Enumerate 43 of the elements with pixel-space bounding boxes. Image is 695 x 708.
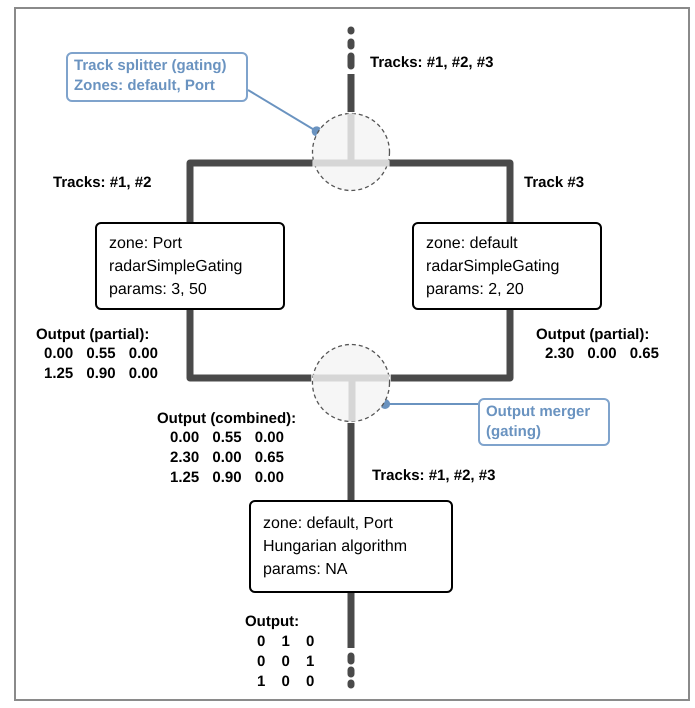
box-text: zone: Port (109, 234, 183, 254)
track-label: Track #3 (524, 174, 584, 192)
track-line (390, 310, 514, 382)
track-label: Tracks: #1, #2 (53, 174, 152, 192)
leader-line (380, 399, 478, 409)
table-row: 0 0 1 (257, 653, 314, 671)
callout-box (478, 398, 610, 446)
table-row: 0.00 0.55 0.00 (170, 429, 284, 447)
callout-text: Track splitter (gating) (74, 56, 228, 76)
callout-text: Zones: default, Port (74, 76, 216, 96)
table-row: 1.25 0.90 0.00 (170, 469, 284, 487)
table-row: 2.30 0.00 0.65 (545, 345, 659, 363)
table-row: 0.00 0.55 0.00 (44, 345, 158, 363)
box-text: radarSimpleGating (426, 256, 560, 276)
box-text: zone: default (426, 234, 519, 254)
track-line (348, 593, 354, 648)
track-label: Output: (245, 613, 300, 631)
track-line (186, 310, 312, 382)
box-text: params: 3, 50 (109, 280, 208, 300)
process-box (95, 222, 285, 310)
table-row: 1 0 0 (257, 673, 314, 691)
callout-box (66, 52, 248, 102)
box-text: Hungarian algorithm (263, 537, 408, 557)
leader-line (247, 89, 322, 136)
box-text: params: NA (263, 560, 348, 580)
callout-text: Output merger (gating) (486, 402, 592, 442)
process-box (249, 500, 453, 593)
track-line (389, 160, 514, 222)
track-label: Tracks: #1, #2, #3 (372, 467, 496, 485)
process-box (412, 222, 602, 310)
track-line (348, 74, 354, 112)
track-label: Output (partial): (36, 326, 150, 344)
box-text: radarSimpleGating (109, 256, 244, 276)
table-row: 2.30 0.00 0.65 (170, 449, 284, 467)
box-text: params: 2, 20 (426, 280, 525, 300)
track-label: Tracks: #1, #2, #3 (370, 54, 494, 72)
track-label: Output (partial): (536, 326, 650, 344)
table-row: 1.25 0.90 0.00 (44, 365, 158, 383)
box-text: zone: default, Port (263, 514, 394, 534)
track-label: Output (combined): (157, 410, 296, 428)
track-line (186, 160, 313, 222)
table-row: 0 1 0 (257, 633, 314, 651)
track-line (348, 423, 354, 500)
